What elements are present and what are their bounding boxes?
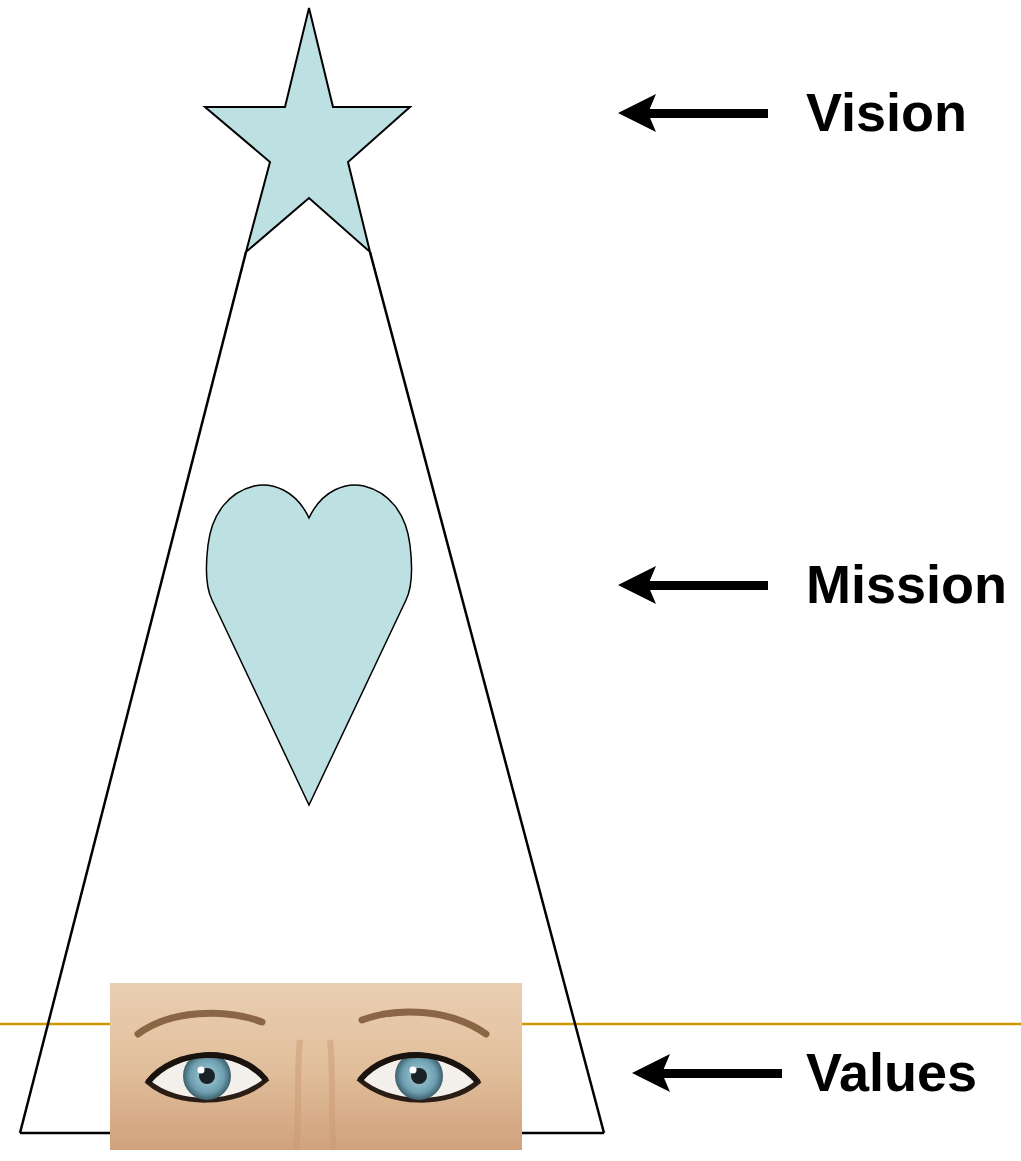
mission-heart xyxy=(207,485,412,805)
side-label: Values xyxy=(806,1043,977,1102)
side-label: Mission xyxy=(806,555,1007,614)
pointer-arrows xyxy=(618,94,782,1092)
vision-star xyxy=(205,8,410,252)
eyes-picture xyxy=(110,983,522,1150)
side-label: Vision xyxy=(806,83,967,142)
